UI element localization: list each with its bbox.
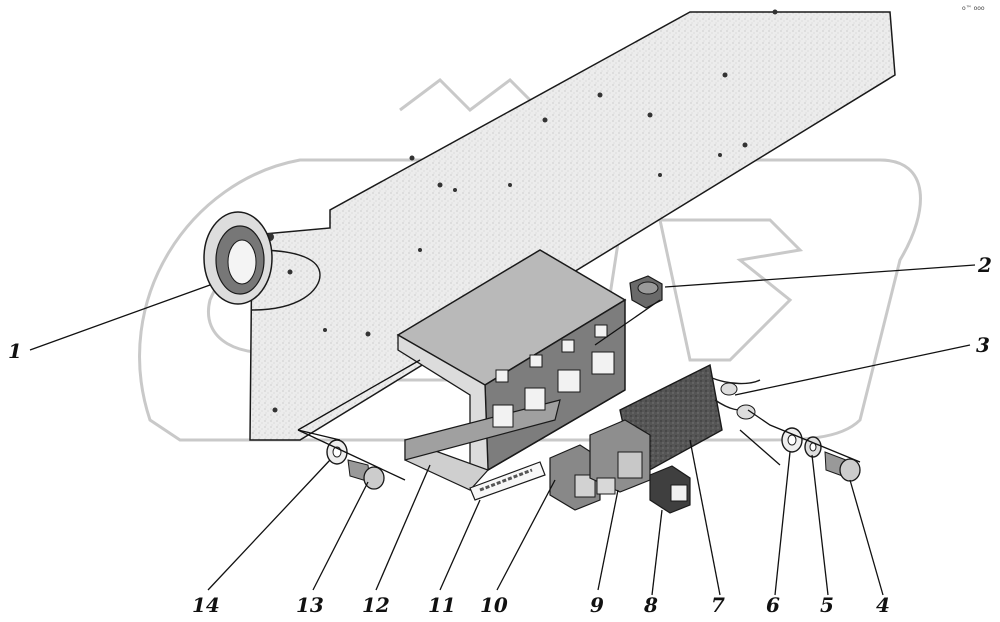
right-fasteners [781,427,861,482]
label-plate [469,461,546,501]
callout-11: 11 [428,593,456,617]
callout-4: 4 [876,593,890,617]
callout-2: 2 [977,253,992,277]
callout-labels: 1 2 3 4 5 6 7 8 9 10 11 12 13 14 [8,253,992,617]
callout-9: 9 [590,593,604,617]
callout-14: 14 [192,593,220,617]
callout-12: 12 [362,593,390,617]
callout-6: 6 [766,593,780,617]
housing-windows [492,324,615,428]
callout-13: 13 [296,593,324,617]
callout-3: 3 [976,333,990,357]
left-fasteners [326,439,385,490]
switch-housing [396,249,627,491]
corner-mark: o™ ooo [962,5,985,12]
rocker-switches [549,419,651,511]
callout-1: 1 [8,339,22,363]
assembly-guide-lines [297,299,861,481]
callout-5: 5 [820,593,834,617]
nut-part [629,275,663,309]
callout-8: 8 [643,593,658,617]
small-switch [649,465,691,514]
callout-leaders [29,264,976,596]
callout-10: 10 [480,593,508,617]
grommet-ring [203,211,273,305]
callout-7: 7 [711,593,725,617]
wire-leads [711,377,761,420]
